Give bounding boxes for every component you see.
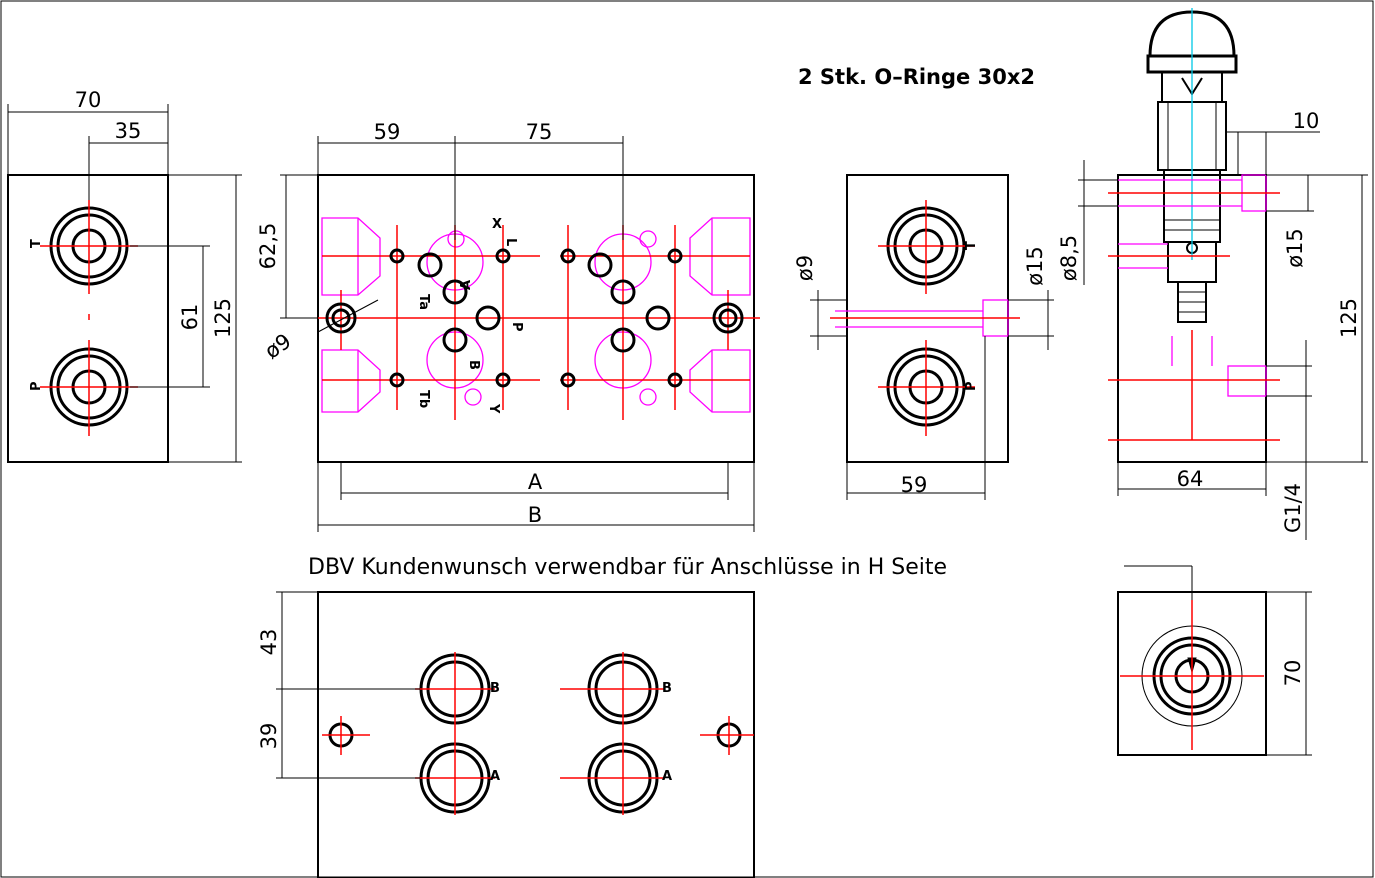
- port-label-a-1: A: [490, 769, 500, 784]
- port-label-p: P: [29, 381, 44, 391]
- port-label-p-front: P: [509, 322, 524, 332]
- port-label-y: Y: [486, 403, 501, 414]
- dim-right-d8-5: ø8,5: [1057, 235, 1081, 281]
- dim-front-b: B: [528, 503, 542, 527]
- dim-bottom-39: 39: [257, 723, 281, 750]
- bottom-right-view: 70: [1117, 591, 1312, 756]
- port-label-a-front: A: [459, 280, 474, 290]
- port-label-x: X: [492, 217, 502, 232]
- side-view: T P ø9 ø15 59: [793, 174, 1054, 500]
- port-label-b-2: B: [662, 681, 672, 696]
- dim-right-10: 10: [1293, 109, 1320, 133]
- dim-front-62-5: 62,5: [256, 223, 280, 270]
- dim-side-d9: ø9: [793, 255, 817, 281]
- port-label-l: L: [503, 238, 518, 246]
- dim-front-a: A: [528, 470, 543, 494]
- dim-right-g1-4: G1/4: [1281, 483, 1305, 533]
- dim-right-d15: ø15: [1283, 228, 1307, 268]
- dim-front-75: 75: [526, 120, 553, 144]
- front-view: X L A P Ta Tb B Y 59 75 62,5 ø9 A B: [256, 120, 760, 532]
- right-view: 10 ø8,5 ø15 125 64 G1/4: [1057, 8, 1368, 540]
- dim-left-spacing: 61: [178, 304, 202, 331]
- bottom-view: B B A A 43 39: [257, 591, 755, 878]
- dim-left-height: 125: [211, 298, 235, 338]
- port-label-b-1: B: [490, 681, 500, 696]
- left-view: 70 35 61 125 T P: [7, 88, 242, 463]
- port-label-a-2: A: [662, 769, 672, 784]
- dim-bottom-43: 43: [257, 629, 281, 656]
- dim-right-64: 64: [1177, 467, 1204, 491]
- dim-left-half: 35: [115, 119, 142, 143]
- o-ring-note: 2 Stk. O–Ringe 30x2: [798, 65, 1035, 89]
- port-label-p-side: P: [964, 381, 979, 391]
- port-label-t-side: T: [964, 241, 979, 250]
- dim-front-d9: ø9: [260, 329, 295, 364]
- port-label-tb: Tb: [416, 390, 431, 408]
- port-label-ta: Ta: [416, 294, 431, 310]
- port-label-t: T: [29, 239, 44, 248]
- dim-front-59: 59: [374, 120, 401, 144]
- dbv-note: DBV Kundenwunsch verwendbar für Anschlüs…: [308, 555, 947, 580]
- dim-left-width: 70: [75, 88, 102, 112]
- dim-side-d15: ø15: [1023, 246, 1047, 286]
- dim-right-125: 125: [1337, 298, 1361, 338]
- dim-side-59: 59: [901, 473, 928, 497]
- port-label-b-front: B: [466, 360, 481, 370]
- dim-bottom-right-70: 70: [1281, 660, 1305, 687]
